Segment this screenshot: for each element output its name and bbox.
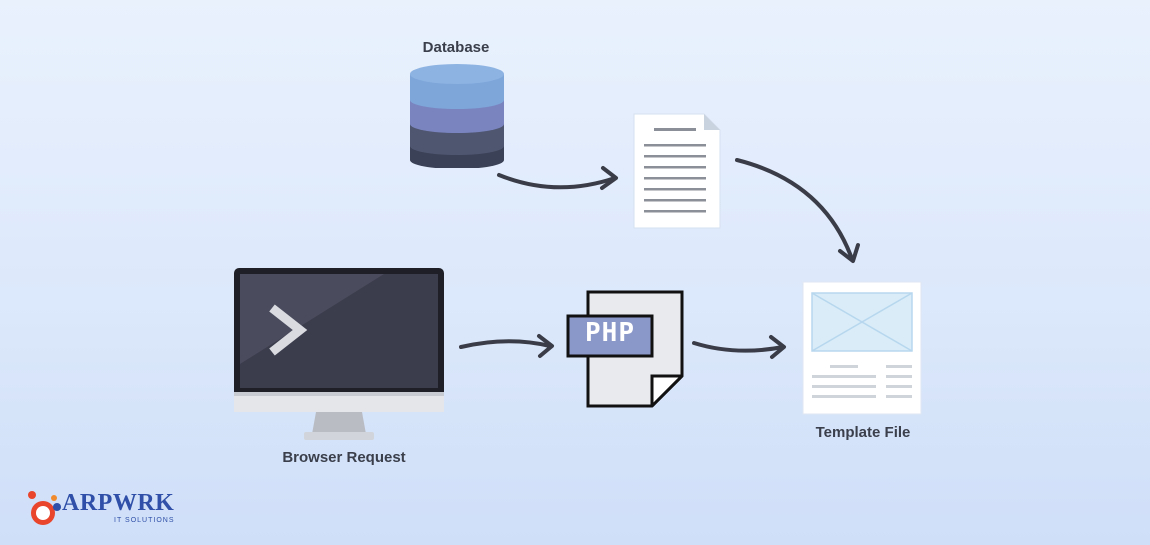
arrow-database-to-document — [497, 173, 617, 190]
database-label: Database — [422, 39, 490, 56]
logo-brand-text: ARPWRK — [62, 490, 175, 516]
browser-request-label: Browser Request — [282, 449, 406, 466]
arrowhead-php-to-template — [769, 335, 786, 359]
template-file-label: Template File — [815, 424, 911, 441]
template-file-icon — [802, 281, 924, 417]
arrowhead-monitor-to-php — [537, 334, 554, 358]
arrowhead-database-to-document — [600, 166, 618, 190]
arrow-php-to-template — [692, 341, 785, 353]
arrowhead-document-to-template — [838, 243, 860, 263]
php-badge-text: PHP — [585, 318, 635, 348]
document-icon — [632, 112, 722, 230]
php-file-icon — [566, 290, 688, 410]
database-icon — [408, 62, 506, 168]
monitor-icon — [234, 268, 444, 444]
arrow-monitor-to-php — [459, 339, 552, 349]
logo-mark-icon — [28, 491, 61, 525]
company-logo: ARPWRK IT SOLUTIONS — [26, 489, 186, 529]
logo-tagline-text: IT SOLUTIONS — [114, 517, 175, 524]
arrow-document-to-template — [735, 158, 854, 261]
